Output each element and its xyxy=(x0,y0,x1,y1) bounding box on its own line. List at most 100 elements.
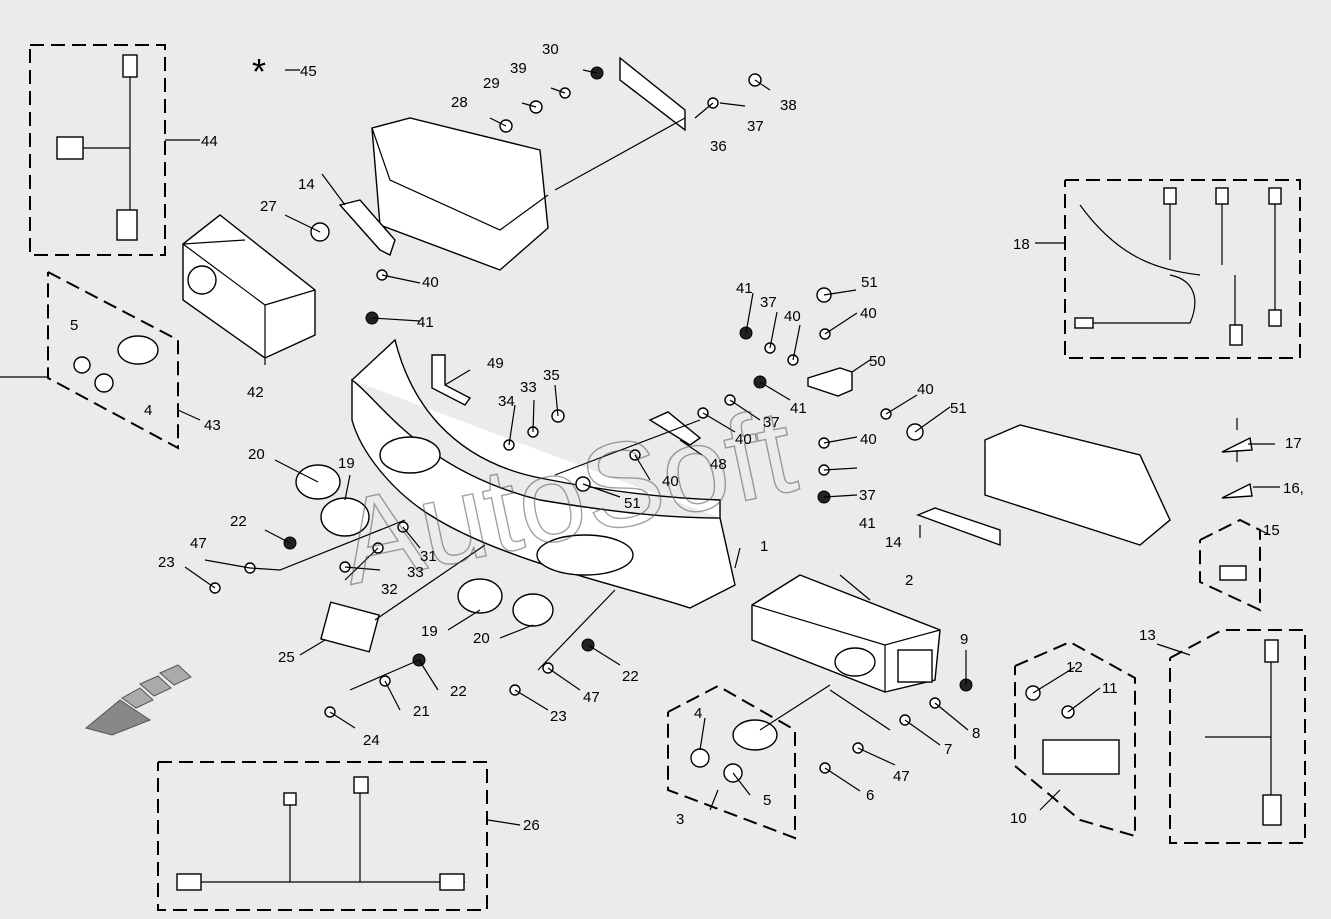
bracket-48 xyxy=(648,411,702,446)
label-37d: 37 xyxy=(859,487,876,504)
label-28: 28 xyxy=(451,94,468,111)
label-10: 10 xyxy=(1010,810,1027,827)
label-22b: 22 xyxy=(450,683,467,700)
label-6: 6 xyxy=(866,787,874,804)
label-45: 45 xyxy=(300,63,317,80)
label-38: 38 xyxy=(780,97,797,114)
label-4b: 4 xyxy=(694,705,702,722)
label-30: 30 xyxy=(542,41,559,58)
label-41c: 41 xyxy=(790,400,807,417)
label-19b: 19 xyxy=(421,623,438,640)
box-13-harness xyxy=(1169,629,1306,844)
label-9: 9 xyxy=(960,631,968,648)
watermark: AutoSoft xyxy=(328,383,806,610)
label-49: 49 xyxy=(487,355,504,372)
label-47b: 47 xyxy=(583,689,600,706)
label-35: 35 xyxy=(543,367,560,384)
label-34: 34 xyxy=(498,393,515,410)
label-37a: 37 xyxy=(747,118,764,135)
box-18-harness xyxy=(1064,179,1301,359)
grille-panel-right xyxy=(984,424,1171,546)
label-19a: 19 xyxy=(338,455,355,472)
label-40d: 40 xyxy=(917,381,934,398)
label-22a: 22 xyxy=(230,513,247,530)
leader-lines xyxy=(0,69,1280,826)
label-31: 31 xyxy=(420,548,437,565)
label-41d: 41 xyxy=(859,515,876,532)
label-14a: 14 xyxy=(298,176,315,193)
label-25: 25 xyxy=(278,649,295,666)
label-40f: 40 xyxy=(860,431,877,448)
label-14b: 14 xyxy=(885,534,902,551)
label-33a: 33 xyxy=(407,564,424,581)
label-13: 13 xyxy=(1139,627,1156,644)
label-23a: 23 xyxy=(158,554,175,571)
label-48: 48 xyxy=(710,456,727,473)
label-18: 18 xyxy=(1013,236,1030,253)
label-2: 2 xyxy=(905,572,913,589)
box-3-lamp xyxy=(667,684,796,840)
label-40c: 40 xyxy=(860,305,877,322)
bracket-49 xyxy=(431,354,472,406)
label-40g: 40 xyxy=(662,473,679,490)
label-15: 15 xyxy=(1263,522,1280,539)
label-36: 36 xyxy=(710,138,727,155)
label-4a: 4 xyxy=(144,402,152,419)
label-41b: 41 xyxy=(736,280,753,297)
label-22c: 22 xyxy=(622,668,639,685)
grille-panel-left xyxy=(371,117,549,271)
label-41a: 41 xyxy=(417,314,434,331)
label-37b: 37 xyxy=(760,294,777,311)
label-3: 3 xyxy=(676,811,684,828)
label-17: 17 xyxy=(1285,435,1302,452)
label-51a: 51 xyxy=(861,274,878,291)
box-10-connector xyxy=(1014,640,1136,838)
lamp-housing-2 xyxy=(751,574,941,693)
label-12: 12 xyxy=(1066,659,1083,676)
label-5b: 5 xyxy=(763,792,771,809)
label-1: 1 xyxy=(760,538,768,555)
label-39: 39 xyxy=(510,60,527,77)
label-51b: 51 xyxy=(950,400,967,417)
label-50: 50 xyxy=(869,353,886,370)
label-42: 42 xyxy=(247,384,264,401)
label-40a: 40 xyxy=(422,274,439,291)
label-40e: 40 xyxy=(735,431,752,448)
label-40b: 40 xyxy=(784,308,801,325)
box-43-bulbs xyxy=(47,271,179,450)
fog-lamps xyxy=(295,464,554,653)
asterisk-symbol: * xyxy=(252,51,266,92)
front-direction-arrow xyxy=(84,664,192,736)
label-20a: 20 xyxy=(248,446,265,463)
bracket-14-right xyxy=(916,507,1001,547)
label-33b: 33 xyxy=(520,379,537,396)
bumper-part-1 xyxy=(351,338,736,609)
box-15-bulb xyxy=(1199,518,1261,612)
label-29: 29 xyxy=(483,75,500,92)
label-26: 26 xyxy=(523,817,540,834)
plate-36 xyxy=(619,56,686,132)
orientation-marks-16-17 xyxy=(1221,418,1253,499)
label-24: 24 xyxy=(363,732,380,749)
label-37c: 37 xyxy=(763,414,780,431)
label-8: 8 xyxy=(972,725,980,742)
bracket-50 xyxy=(807,367,853,397)
label-43: 43 xyxy=(204,417,221,434)
box-44-harness xyxy=(29,44,166,256)
box-26-harness xyxy=(157,761,488,911)
label-47c: 47 xyxy=(893,768,910,785)
label-20b: 20 xyxy=(473,630,490,647)
bracket-14-top xyxy=(338,199,396,256)
label-11: 11 xyxy=(1102,680,1118,697)
label-7: 7 xyxy=(944,741,952,758)
label-16: 16, xyxy=(1283,480,1304,497)
label-51c: 51 xyxy=(624,495,641,512)
label-27: 27 xyxy=(260,198,277,215)
label-32: 32 xyxy=(381,581,398,598)
label-47a: 47 xyxy=(190,535,207,552)
label-21: 21 xyxy=(413,703,430,720)
label-23b: 23 xyxy=(550,708,567,725)
part-labels: 1 2 3 4 4 5 5 6 7 8 9 10 11 12 13 14 14 … xyxy=(70,41,1304,834)
